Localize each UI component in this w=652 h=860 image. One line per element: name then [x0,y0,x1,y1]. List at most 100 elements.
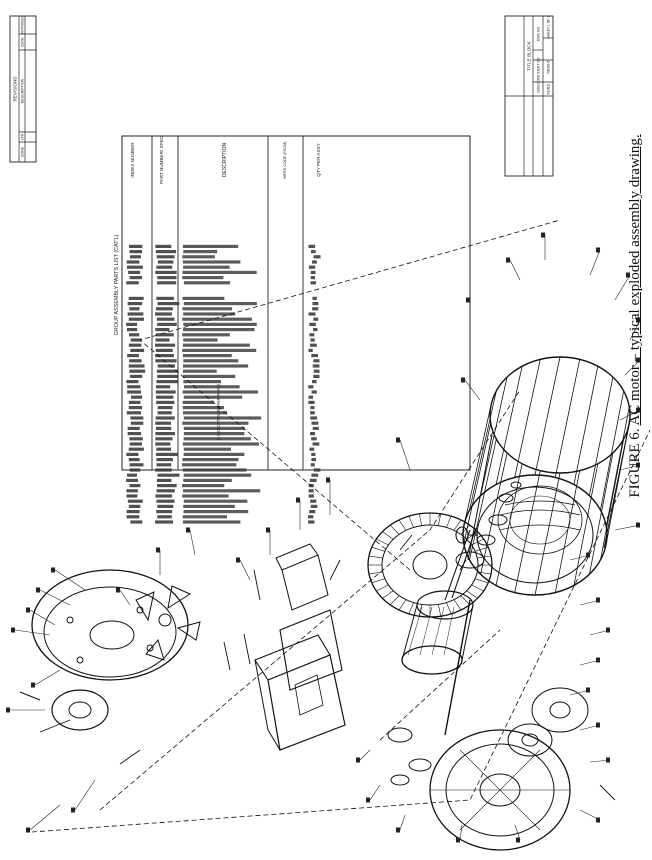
illegible-text-line [182,463,237,467]
leader-line [189,529,196,556]
end-bell-rib [368,571,383,575]
leader-line [369,784,381,801]
illegible-text-line [310,411,315,415]
illegible-text-line [182,369,217,373]
callout-number-mark [506,257,510,263]
illegible-text-line [126,281,139,285]
illegible-text-line [126,380,139,384]
end-bell-rib [466,531,478,540]
callout-number-mark [606,627,610,633]
end-bell-rib [466,590,478,599]
illegible-text-line [156,478,172,482]
illegible-text-line [310,499,317,503]
illegible-text-line [310,281,317,285]
callout-number-mark [51,567,55,573]
exploded-assembly-drawing [19,219,651,851]
illegible-text-line [183,312,236,316]
illegible-text-line [155,343,176,347]
illegible-text-line [310,276,315,280]
illegible-text-line [308,395,313,399]
illegible-text-line [183,416,262,420]
cooling-fin [514,359,541,478]
illegible-text-line [313,255,321,259]
illegible-text-line [157,322,177,326]
callout-number-mark [6,707,10,713]
illegible-text-line [129,276,143,280]
illegible-text-line [182,442,259,446]
illegible-text-line [310,416,318,420]
leader-line [589,249,601,276]
illegible-text-line [130,416,144,420]
illegible-text-line [182,520,241,524]
illegible-text-line [126,515,140,519]
illegible-text-line [182,406,224,410]
illegible-text-line [183,447,232,451]
illegible-text-line [183,473,252,477]
illegible-text-line [128,400,141,404]
leader-line [614,274,631,301]
illegible-text-line [130,421,144,425]
illegible-text-line [155,442,171,446]
illegible-text-line [183,281,231,285]
illegible-text-line [312,302,319,306]
illegible-text-line [126,452,139,456]
illegible-text-line [156,395,174,399]
illegible-text-line [155,250,177,254]
illegible-text-line [128,458,140,462]
illegible-text-line [127,354,139,358]
illegible-text-line [311,473,319,477]
illegible-text-line [127,328,138,332]
callout-number-mark [596,597,600,603]
illegible-text-line [128,406,143,410]
callout-number-mark [466,297,470,303]
col-index: INDEX NUMBER [130,142,135,178]
dashed-guide-line [99,389,521,811]
illegible-text-line [127,265,143,269]
illegible-text-line [130,255,141,259]
end-bell-rib [389,595,400,606]
end-bell-rib [371,546,385,552]
illegible-text-line [182,494,229,498]
illegible-text-line [310,504,318,508]
illegible-text-line [128,244,143,248]
illegible-text-line [182,354,232,358]
illegible-text-line [157,406,173,410]
illegible-text-line [155,426,172,430]
illegible-text-line [156,447,172,451]
illegible-text-line [128,270,141,274]
stator-frame [462,356,631,596]
illegible-text-line [313,359,320,363]
parts-list-title: GROUP ASSEMBLY PARTS LIST (CAT'L) [114,234,120,335]
illegible-text-line [308,265,316,269]
illegible-text-line [183,452,245,456]
callout-number-mark [356,757,360,763]
illegible-text-line [182,468,247,472]
end-bell-rib [446,516,452,528]
bolts [39,534,616,801]
end-bell-rib [460,595,471,606]
illegible-text-line [155,468,172,472]
illegible-text-line [128,504,141,508]
illegible-text-line [183,411,228,415]
illegible-text-line [155,416,175,420]
col-qty: QTY PER ASSY [316,143,321,176]
illegible-text-line [155,328,170,332]
end-bell-rib [477,571,492,575]
cooling-fin [495,366,523,485]
illegible-text-line [183,250,218,254]
leader-line [39,589,71,606]
illegible-text-line [311,437,317,441]
illegible-text-line [310,338,315,342]
illegible-text-line [126,494,138,498]
illegible-text-line [183,499,248,503]
illegible-text-line [157,515,172,519]
illegible-text-line [157,473,180,477]
illegible-text-line [309,447,315,451]
illegible-text-line [130,348,145,352]
leader-line [464,379,481,401]
front-flange [19,689,109,731]
illegible-text-line [183,504,235,508]
illegible-text-line [130,395,143,399]
fan-cover [31,569,189,681]
callout-number-mark [31,682,35,688]
